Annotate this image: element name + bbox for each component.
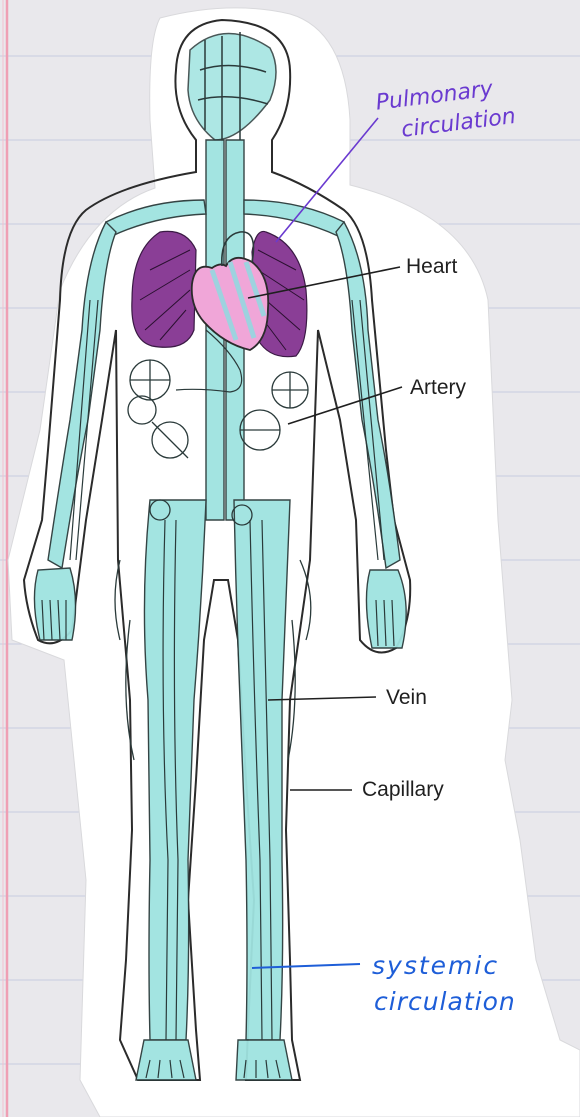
systemic-annotation-line2: circulation	[374, 987, 516, 1016]
label-vein: Vein	[386, 686, 427, 709]
label-heart: Heart	[406, 255, 458, 278]
systemic-annotation-line1: systemic	[372, 951, 499, 980]
label-artery: Artery	[410, 376, 467, 399]
label-capillary: Capillary	[362, 778, 444, 801]
